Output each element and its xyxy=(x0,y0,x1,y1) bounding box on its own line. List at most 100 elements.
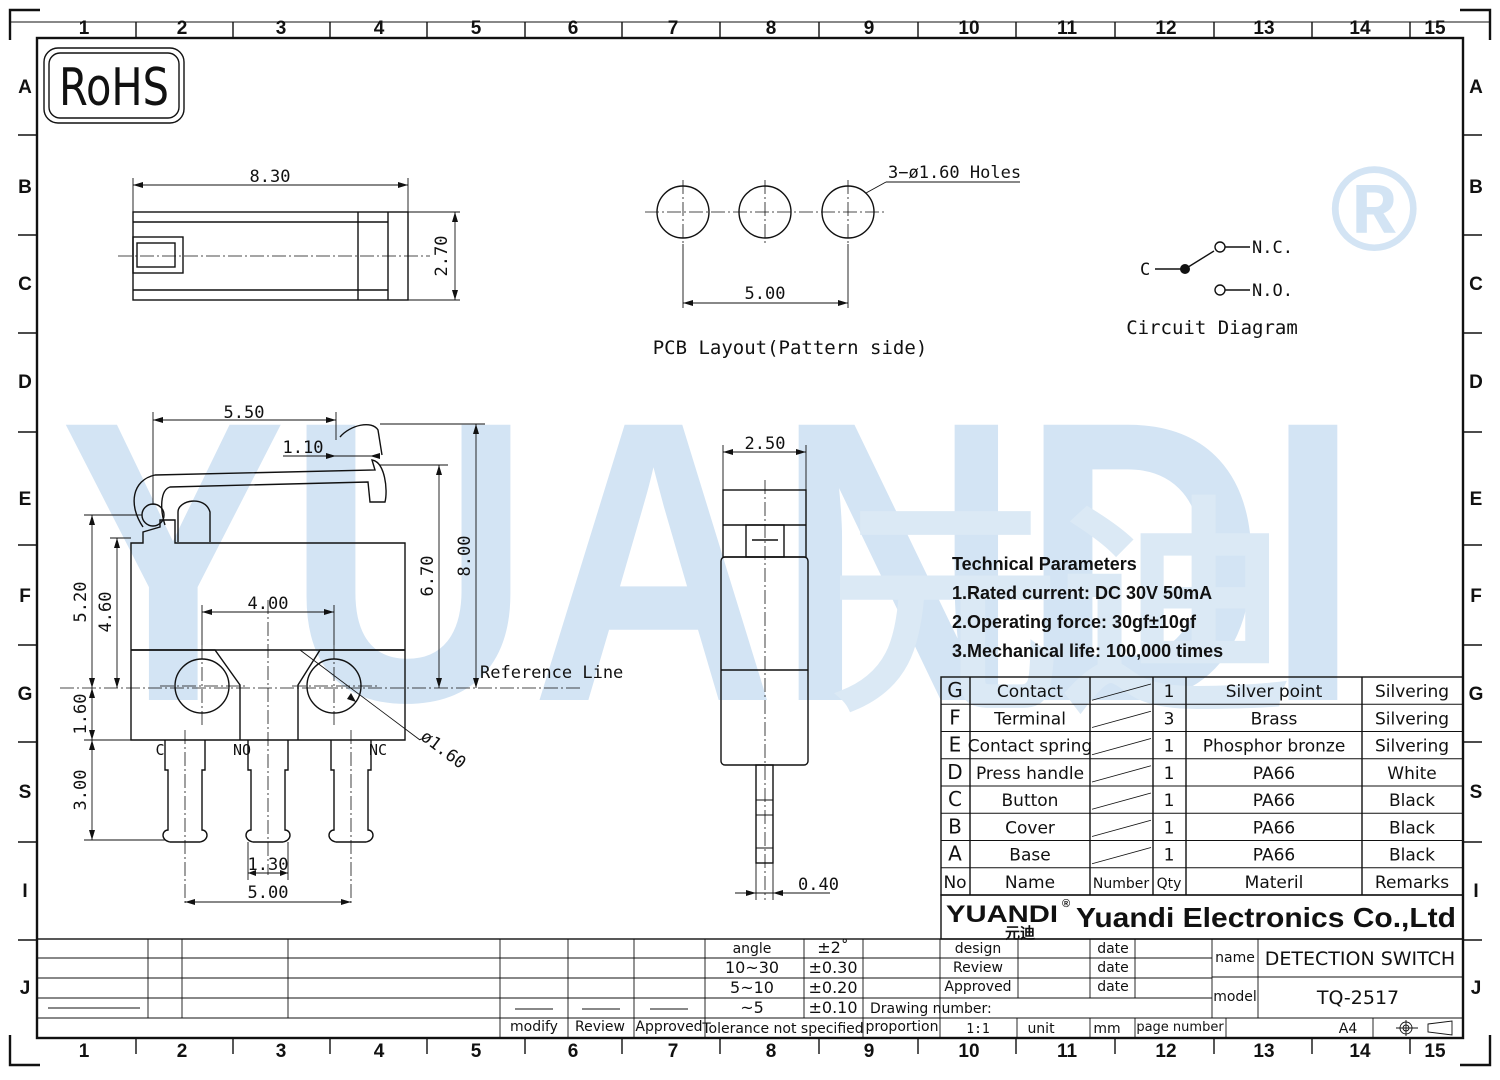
row-label-left: F xyxy=(19,586,31,607)
column-label-bottom: 10 xyxy=(958,1041,979,1062)
bom-header-cell: Name xyxy=(1005,873,1055,893)
row-label-left: A xyxy=(18,77,32,98)
column-label-bottom: 15 xyxy=(1424,1041,1446,1062)
tolerance-value: ±0.20 xyxy=(808,978,857,997)
bom-cell: Phosphor bronze xyxy=(1203,737,1346,757)
circuit-no-label: N.O. xyxy=(1252,281,1293,301)
bom-cell: 1 xyxy=(1164,791,1175,811)
bom-cell: Terminal xyxy=(993,709,1066,729)
side-width-label: 2.50 xyxy=(745,434,786,454)
top-view: 8.30 2.70 xyxy=(118,167,460,301)
tech-line-3: 3.Mechanical life: 100,000 times xyxy=(952,641,1223,661)
column-label-bottom: 11 xyxy=(1057,1041,1078,1062)
dim-5-50: 5.50 xyxy=(224,403,265,423)
row-label-left: G xyxy=(18,684,33,705)
front-view: C NO NC 5.50 1.10 8.00 6.70 Reference Li… xyxy=(60,403,623,905)
product-model: TQ-2517 xyxy=(1316,987,1399,1009)
bom-cell: Silvering xyxy=(1375,682,1449,702)
bom-cell: E xyxy=(949,733,962,757)
bom-cell: 1 xyxy=(1164,764,1175,784)
row-label-right: A xyxy=(1469,77,1483,98)
column-label-top: 10 xyxy=(958,18,979,39)
bom-cell: Contact xyxy=(997,682,1063,702)
column-label-top: 1 xyxy=(79,18,90,39)
row-label-right: C xyxy=(1469,274,1483,295)
dim-5-00: 5.00 xyxy=(248,883,289,903)
dim-8-00: 8.00 xyxy=(455,536,475,577)
bom-cell: B xyxy=(948,814,962,838)
tech-line-2: 2.Operating force: 30gf±10gf xyxy=(952,612,1197,632)
company-name: Yuandi Electronics Co.,Ltd xyxy=(1076,902,1456,933)
date-label: date xyxy=(1097,941,1129,957)
company-logo-cn: 元迪 xyxy=(1005,924,1035,942)
bom-cell: 1 xyxy=(1164,682,1175,702)
technical-parameters: Technical Parameters 1.Rated current: DC… xyxy=(952,554,1223,661)
column-label-top: 4 xyxy=(374,18,385,39)
bom-cell: PA66 xyxy=(1253,846,1295,866)
bom-cell: Brass xyxy=(1251,709,1298,729)
row-label-left: D xyxy=(18,372,32,393)
column-label-top: 2 xyxy=(177,18,188,39)
row-label-right: E xyxy=(1470,489,1483,510)
bom-cell: Black xyxy=(1389,791,1435,811)
projection-symbol xyxy=(1396,1020,1453,1036)
column-label-bottom: 9 xyxy=(864,1041,875,1062)
dim-1-60: 1.60 xyxy=(71,694,91,735)
watermark-cn: 元迪 xyxy=(830,482,1290,739)
bom-header-cell: Qty xyxy=(1157,876,1182,892)
circuit-diagram: C N.C. N.O. Circuit Diagram xyxy=(1126,238,1298,339)
row-label-right: B xyxy=(1469,177,1483,198)
corner-marks xyxy=(8,8,1492,1067)
watermark-reg: ® xyxy=(1330,142,1418,276)
column-label-top: 6 xyxy=(568,18,579,39)
bom-header-cell: Materil xyxy=(1245,873,1304,893)
column-label-top: 8 xyxy=(766,18,777,39)
row-label-right: J xyxy=(1471,978,1482,999)
dim-1-30: 1.30 xyxy=(248,855,289,875)
bom-number-slash xyxy=(1091,792,1152,810)
pcb-caption: PCB Layout(Pattern side) xyxy=(653,337,928,359)
bom-header-cell: No xyxy=(943,873,966,893)
bom-cell: C xyxy=(948,787,962,811)
tolerance-range: ~5 xyxy=(740,998,764,1017)
role-label: Approved xyxy=(944,979,1011,995)
circuit-caption: Circuit Diagram xyxy=(1126,317,1298,339)
bom-cell: Press handle xyxy=(976,764,1084,784)
column-label-bottom: 13 xyxy=(1253,1041,1274,1062)
bom-cell: PA66 xyxy=(1253,818,1295,838)
company-logo-reg: ® xyxy=(1062,898,1070,910)
column-label-bottom: 6 xyxy=(568,1041,579,1062)
bom-cell: Silver point xyxy=(1226,682,1323,702)
row-label-left: J xyxy=(20,978,31,999)
bom-cell: G xyxy=(947,678,963,702)
bom-cell: A xyxy=(948,842,962,866)
bom-cell: Silvering xyxy=(1375,737,1449,757)
bom-cell: White xyxy=(1387,764,1436,784)
column-label-bottom: 2 xyxy=(177,1041,188,1062)
bom-cell: Black xyxy=(1389,846,1435,866)
bom-cell: PA66 xyxy=(1253,791,1295,811)
bom-cell: 1 xyxy=(1164,846,1175,866)
date-label: date xyxy=(1097,979,1129,995)
nc-contact xyxy=(1214,241,1226,253)
company-banner: YUANDI 元迪 ® Yuandi Electronics Co.,Ltd xyxy=(940,894,1464,942)
sheet-size: A4 xyxy=(1339,1021,1358,1037)
row-label-left: E xyxy=(19,489,32,510)
product-name: DETECTION SWITCH xyxy=(1265,948,1455,970)
tolerance-value: ±0.10 xyxy=(808,998,857,1017)
terminal-no-label: NO xyxy=(233,741,251,759)
rohs-text: RoHS xyxy=(59,58,169,118)
rohs-badge: RoHS xyxy=(43,47,185,124)
column-label-bottom: 14 xyxy=(1349,1041,1371,1062)
role-label: design xyxy=(955,941,1001,957)
column-label-top: 11 xyxy=(1057,18,1078,39)
bom-header-cell: Remarks xyxy=(1375,873,1449,893)
bom-number-slash xyxy=(1091,765,1152,783)
bom-cell: Base xyxy=(1009,846,1050,866)
bom-cell: Black xyxy=(1389,818,1435,838)
proportion-label: proportion xyxy=(866,1019,939,1035)
